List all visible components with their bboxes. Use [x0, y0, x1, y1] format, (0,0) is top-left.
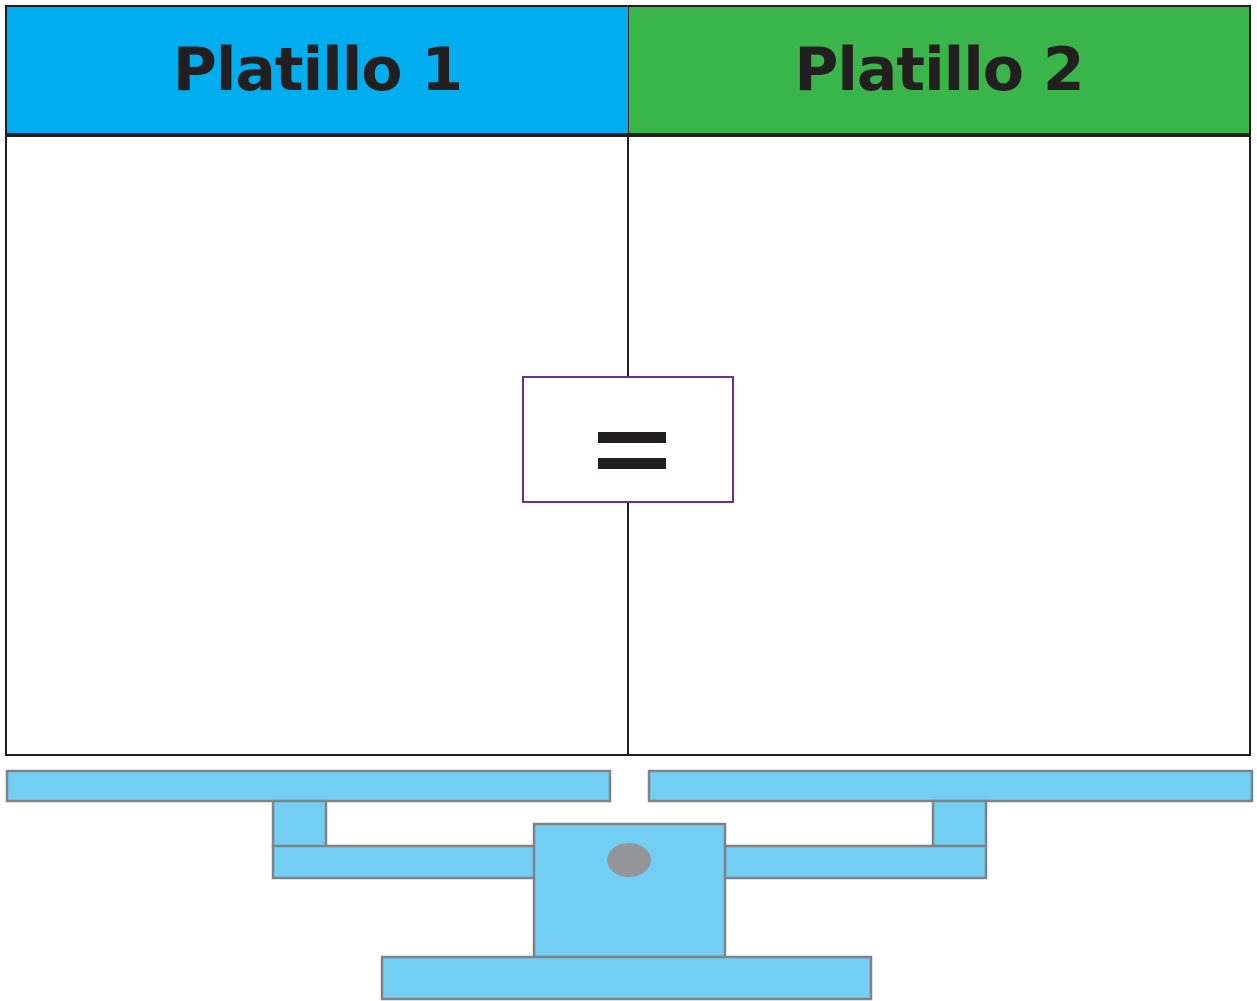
scale-foot — [380, 955, 873, 1001]
header-platillo-1-label: Platillo 1 — [172, 35, 463, 105]
left-pan-post — [271, 799, 328, 849]
left-pan-plate — [5, 769, 612, 803]
left-arm — [271, 844, 537, 880]
right-pan-post — [931, 799, 988, 849]
right-arm — [722, 844, 988, 880]
header-platillo-1: Platillo 1 — [5, 5, 629, 135]
equals-icon-bottom-bar — [598, 458, 666, 469]
header-platillo-2: Platillo 2 — [628, 5, 1251, 135]
pivot-icon — [607, 843, 651, 877]
equals-icon-top-bar — [598, 432, 666, 443]
right-pan-plate — [647, 769, 1254, 803]
header-platillo-2-label: Platillo 2 — [794, 35, 1084, 105]
equals-box — [522, 376, 734, 503]
